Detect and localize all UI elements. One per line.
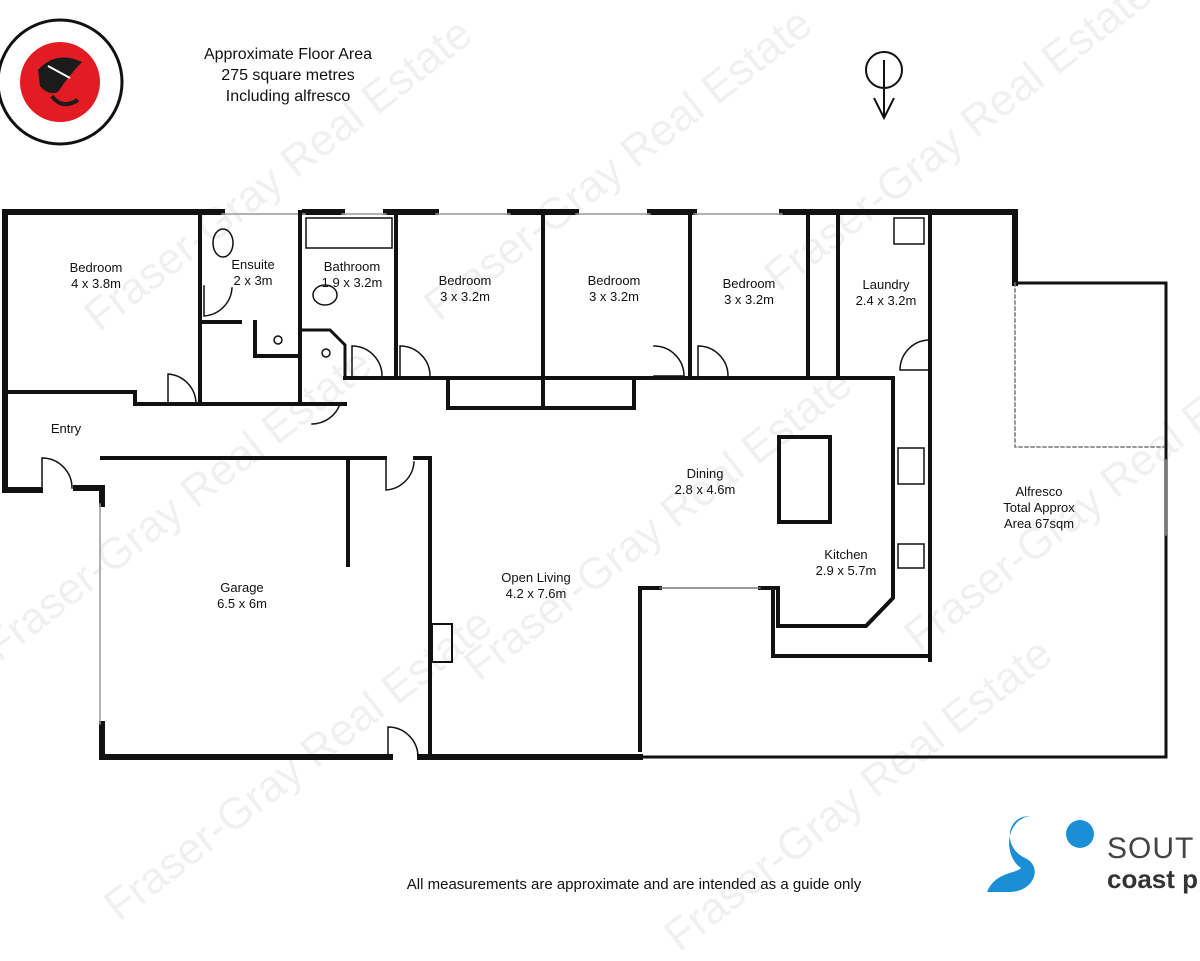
room-bedroom-4: Bedroom 3 x 3.2m bbox=[723, 276, 776, 308]
room-name: Kitchen bbox=[824, 547, 868, 562]
room-area-line-2: Total Approx bbox=[1003, 500, 1075, 515]
north-arrow-icon bbox=[865, 51, 903, 121]
room-name: Bedroom bbox=[722, 276, 776, 291]
area-line-1: Approximate Floor Area bbox=[203, 46, 373, 63]
room-size: 4 x 3.8m bbox=[71, 276, 121, 291]
area-line-2: 275 square metres bbox=[221, 67, 355, 84]
room-bedroom-3: Bedroom 3 x 3.2m bbox=[588, 273, 641, 305]
room-laundry: Laundry 2.4 x 3.2m bbox=[856, 277, 917, 309]
room-name: Bedroom bbox=[587, 273, 641, 288]
room-name: Open Living bbox=[501, 570, 571, 585]
room-name: Entry bbox=[50, 421, 82, 436]
room-ensuite: Ensuite 2 x 3m bbox=[231, 257, 274, 289]
disclaimer: All measurements are approximate and are… bbox=[406, 876, 862, 893]
room-name: Bathroom bbox=[323, 259, 381, 274]
room-garage: Garage 6.5 x 6m bbox=[217, 580, 267, 612]
floor-area-note: Approximate Floor Area 275 square metres… bbox=[204, 44, 372, 107]
brand-mark-icon bbox=[987, 816, 1094, 892]
room-dining: Dining 2.8 x 4.6m bbox=[675, 466, 736, 498]
room-area-line-3: Area 67sqm bbox=[1003, 516, 1075, 531]
room-size: 1.9 x 3.2m bbox=[321, 275, 383, 290]
room-size: 3 x 3.2m bbox=[440, 289, 490, 304]
room-bedroom-1: Bedroom 4 x 3.8m bbox=[70, 260, 123, 292]
room-size: 3 x 3.2m bbox=[589, 289, 639, 304]
room-name: Ensuite bbox=[231, 257, 275, 272]
area-line-3: Including alfresco bbox=[225, 88, 351, 105]
brand-logo: SOUT coast p bbox=[985, 812, 1200, 900]
room-name: Dining bbox=[686, 466, 724, 481]
room-size: 2 x 3m bbox=[233, 273, 273, 288]
room-size: 6.5 x 6m bbox=[217, 596, 267, 611]
room-name: Garage bbox=[220, 580, 264, 595]
room-size: 4.2 x 7.6m bbox=[505, 586, 567, 601]
room-entry: Entry bbox=[51, 421, 81, 437]
room-size: 3 x 3.2m bbox=[724, 292, 774, 307]
room-size: 2.4 x 3.2m bbox=[855, 293, 917, 308]
brand-name-line-1: SOUT bbox=[1107, 832, 1195, 865]
room-bedroom-2: Bedroom 3 x 3.2m bbox=[439, 273, 492, 305]
room-name: Alfresco bbox=[1015, 484, 1063, 499]
room-name: Laundry bbox=[862, 277, 910, 292]
room-bathroom: Bathroom 1.9 x 3.2m bbox=[322, 259, 383, 291]
room-size: 2.9 x 5.7m bbox=[815, 563, 877, 578]
room-size: 2.8 x 4.6m bbox=[674, 482, 736, 497]
agency-logo bbox=[0, 18, 124, 146]
plan-drawing bbox=[0, 18, 1168, 760]
room-kitchen: Kitchen 2.9 x 5.7m bbox=[816, 547, 877, 579]
room-open-living: Open Living 4.2 x 7.6m bbox=[501, 570, 570, 602]
room-name: Bedroom bbox=[438, 273, 492, 288]
brand-name-line-2: coast p bbox=[1107, 864, 1199, 894]
room-name: Bedroom bbox=[69, 260, 123, 275]
room-alfresco: Alfresco Total Approx Area 67sqm bbox=[1003, 484, 1075, 532]
